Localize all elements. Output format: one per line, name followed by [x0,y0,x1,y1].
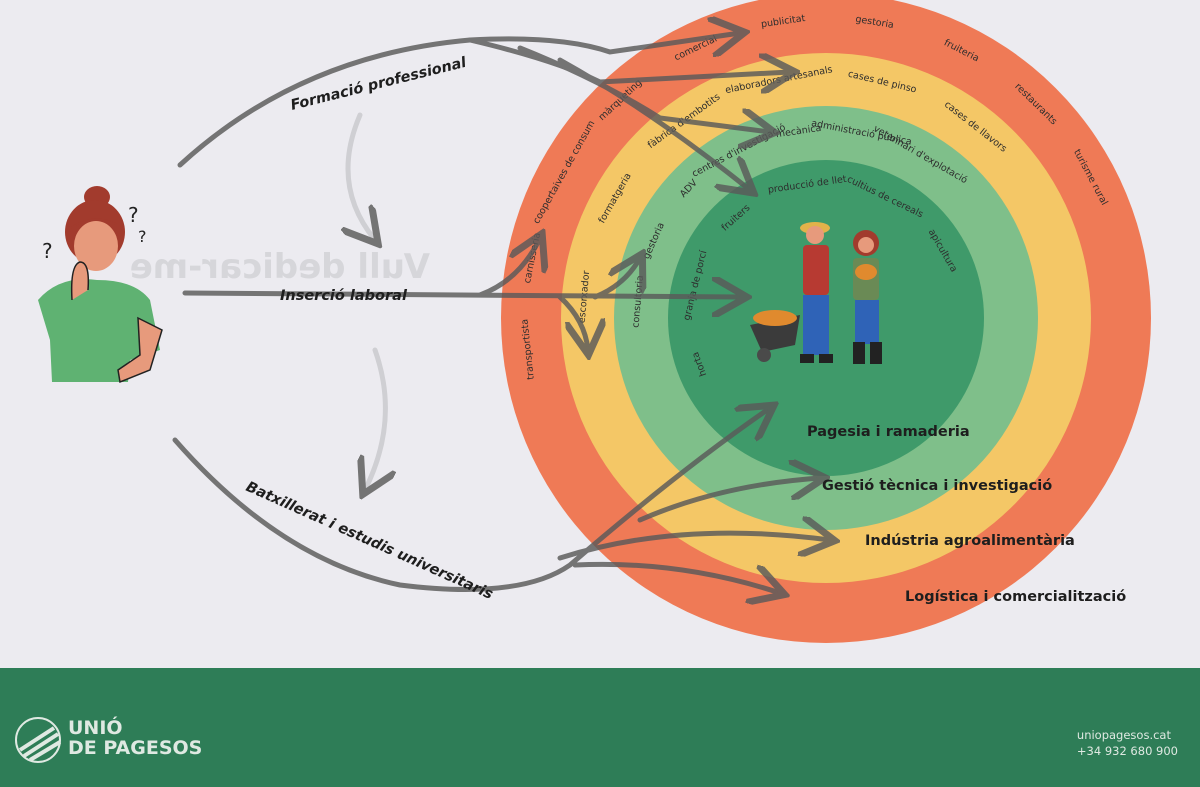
category-label-logistica: Logística i comercialització [905,589,1126,605]
contact-info: uniopagesos.cat +34 932 680 900 [1077,727,1178,759]
category-label-gestio: Gestió tècnica i investigació [822,478,1052,494]
person-illustration: ? ? ? [38,186,163,384]
website-link[interactable]: uniopagesos.cat [1076,728,1171,742]
svg-text:?: ? [128,203,139,227]
svg-text:?: ? [138,227,147,246]
svg-text:?: ? [42,239,53,263]
arrows [172,33,830,593]
category-label-industria: Indústria agroalimentària [865,533,1075,549]
category-label-pagesia: Pagesia i ramaderia [807,424,970,440]
ghost-text: Vull dedicar-me [130,247,430,287]
farmers-illustration [750,222,882,364]
logo-wordmark: UNIÓ DE PAGESOS [68,718,202,758]
logo-line-1: UNIÓ [68,717,123,739]
path-label-insercio: Inserció laboral [280,288,408,304]
footer-band [0,668,1200,787]
phone-number: +34 932 680 900 [1076,744,1178,758]
logo-icon [15,717,62,763]
logo-line-2: DE PAGESOS [68,737,203,759]
